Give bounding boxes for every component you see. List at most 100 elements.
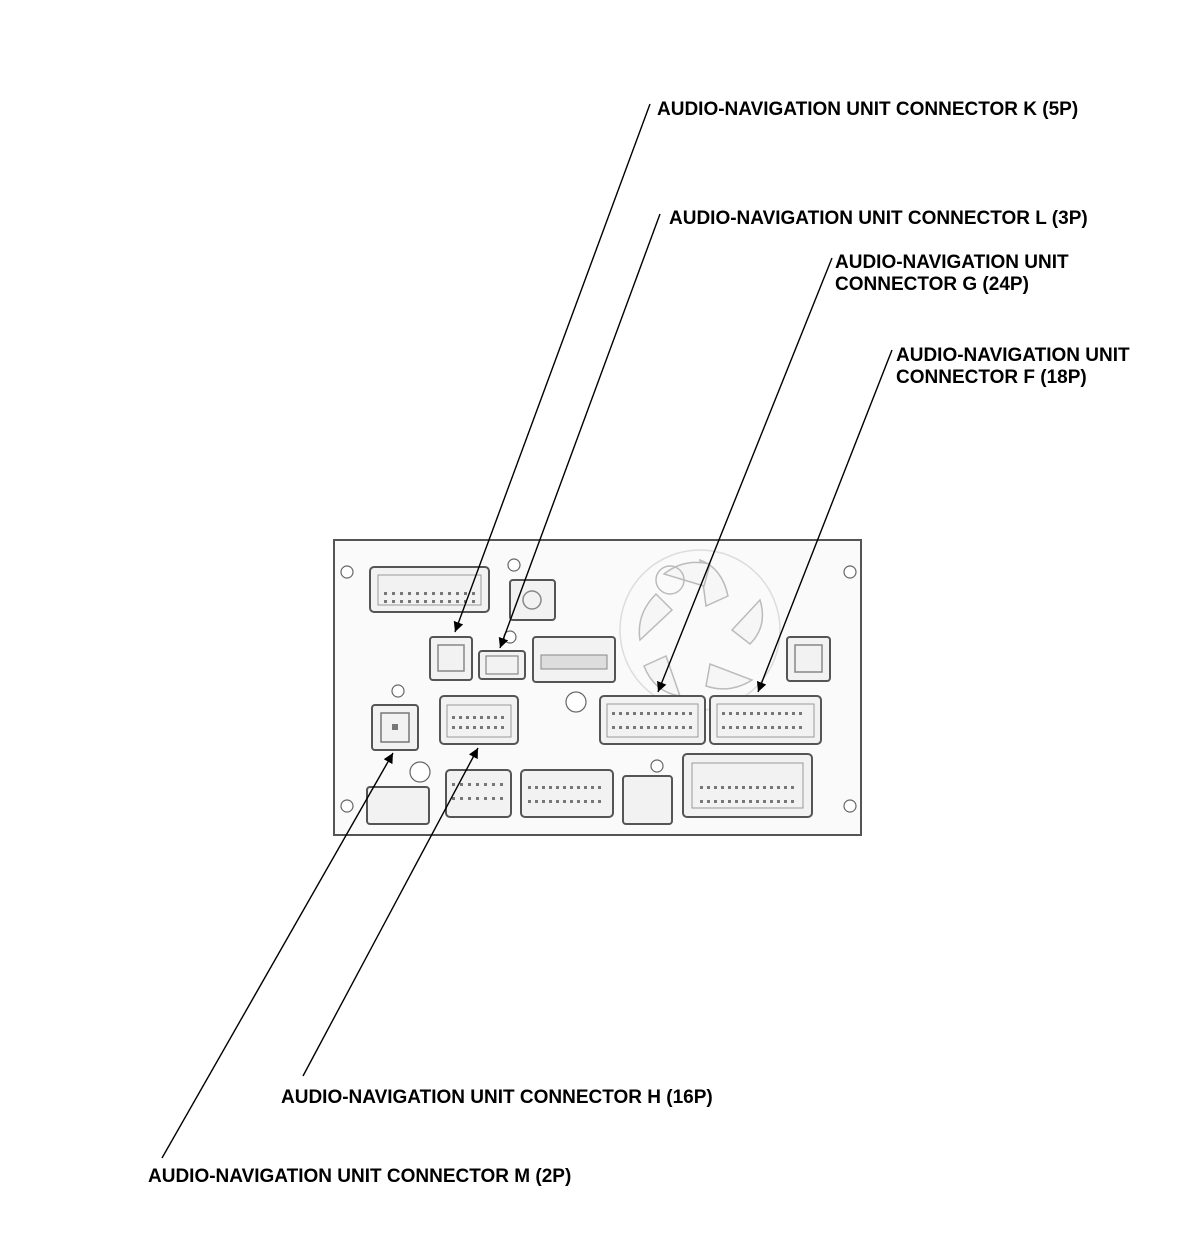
- connector-pin: [484, 797, 487, 800]
- label-connector-h: AUDIO-NAVIGATION UNIT CONNECTOR H (16P): [281, 1087, 713, 1108]
- connector-pin: [626, 726, 629, 729]
- connector-g: [599, 695, 706, 745]
- connector-pin: [584, 800, 587, 803]
- connector-pin: [778, 726, 781, 729]
- label-connector-f-line1: AUDIO-NAVIGATION UNIT: [896, 345, 1130, 366]
- connector-pin: [392, 600, 395, 603]
- connector-pin: [528, 786, 531, 789]
- connector-pin: [647, 726, 650, 729]
- connector-pin: [416, 600, 419, 603]
- leader-m: [161, 752, 394, 1159]
- connector-pin: [722, 726, 725, 729]
- connector-pin: [735, 800, 738, 803]
- connector-top-left: [369, 566, 490, 613]
- connector-pin: [452, 726, 455, 729]
- connector-k: [429, 636, 473, 681]
- connector-pin: [452, 783, 455, 786]
- connector-pin: [448, 600, 451, 603]
- connector-pin: [473, 716, 476, 719]
- connector-pin: [528, 800, 531, 803]
- connector-pin: [728, 800, 731, 803]
- fan-vent-icon: [619, 549, 781, 711]
- connector-pin: [432, 600, 435, 603]
- connector-pin: [707, 800, 710, 803]
- connector-pin: [464, 600, 467, 603]
- connector-pin: [473, 726, 476, 729]
- connector-pin: [484, 783, 487, 786]
- connector-pin: [452, 716, 455, 719]
- connector-pin: [542, 786, 545, 789]
- connector-pin: [770, 786, 773, 789]
- connector-pin: [771, 712, 774, 715]
- connector-pin: [743, 726, 746, 729]
- label-connector-m: AUDIO-NAVIGATION UNIT CONNECTOR M (2P): [148, 1166, 572, 1187]
- connector-pin: [424, 592, 427, 595]
- connector-f: [709, 695, 822, 745]
- connector-pin: [500, 797, 503, 800]
- connector-pin: [440, 592, 443, 595]
- connector-pin: [501, 716, 504, 719]
- connector-pin: [612, 726, 615, 729]
- connector-pin: [472, 600, 475, 603]
- connector-pin: [707, 786, 710, 789]
- connector-pin: [661, 726, 664, 729]
- connector-pin: [612, 712, 615, 715]
- connector-pin: [729, 726, 732, 729]
- connector-pin: [764, 712, 767, 715]
- leader-g: [657, 257, 833, 693]
- connector-pin: [466, 726, 469, 729]
- connector-bottom-3: [520, 769, 614, 818]
- connector-pin: [700, 800, 703, 803]
- connector-pin: [492, 783, 495, 786]
- connector-pin: [591, 786, 594, 789]
- connector-pin: [633, 726, 636, 729]
- connector-pin: [459, 726, 462, 729]
- connector-pin: [584, 786, 587, 789]
- connector-pin: [456, 592, 459, 595]
- connector-pin: [492, 797, 495, 800]
- screw-icon: [340, 558, 857, 813]
- connector-pin: [661, 712, 664, 715]
- connector-pin: [472, 592, 475, 595]
- connector-pin: [763, 786, 766, 789]
- connector-pin: [777, 786, 780, 789]
- connector-right-small: [786, 636, 831, 682]
- connector-pin: [757, 726, 760, 729]
- connector-pin: [570, 800, 573, 803]
- connector-pin: [476, 783, 479, 786]
- connector-pin: [619, 726, 622, 729]
- connector-pin: [749, 786, 752, 789]
- connector-pin: [799, 726, 802, 729]
- connector-pin: [778, 712, 781, 715]
- connector-pin: [448, 592, 451, 595]
- connector-pin: [577, 786, 580, 789]
- connector-pin: [714, 800, 717, 803]
- connector-pin: [408, 600, 411, 603]
- connector-pin: [598, 800, 601, 803]
- connector-pin: [742, 800, 745, 803]
- connector-pin: [640, 712, 643, 715]
- connector-pin: [487, 726, 490, 729]
- connector-pin: [749, 800, 752, 803]
- connector-pin: [736, 712, 739, 715]
- connector-pin: [570, 786, 573, 789]
- connector-bottom-2: [445, 769, 512, 818]
- connector-pin: [384, 592, 387, 595]
- connector-pin: [460, 783, 463, 786]
- label-connector-k: AUDIO-NAVIGATION UNIT CONNECTOR K (5P): [657, 99, 1079, 120]
- connector-pin: [721, 800, 724, 803]
- connector-pin: [799, 712, 802, 715]
- connector-pin: [729, 712, 732, 715]
- connector-pin: [689, 712, 692, 715]
- connector-pin: [400, 600, 403, 603]
- connector-pin: [675, 726, 678, 729]
- connector-pin: [452, 797, 455, 800]
- connector-pin: [728, 786, 731, 789]
- connector-pin: [785, 726, 788, 729]
- leader-l: [498, 213, 661, 649]
- connector-pin: [756, 800, 759, 803]
- connector-pin: [577, 800, 580, 803]
- connector-pin: [494, 716, 497, 719]
- connector-pin: [468, 797, 471, 800]
